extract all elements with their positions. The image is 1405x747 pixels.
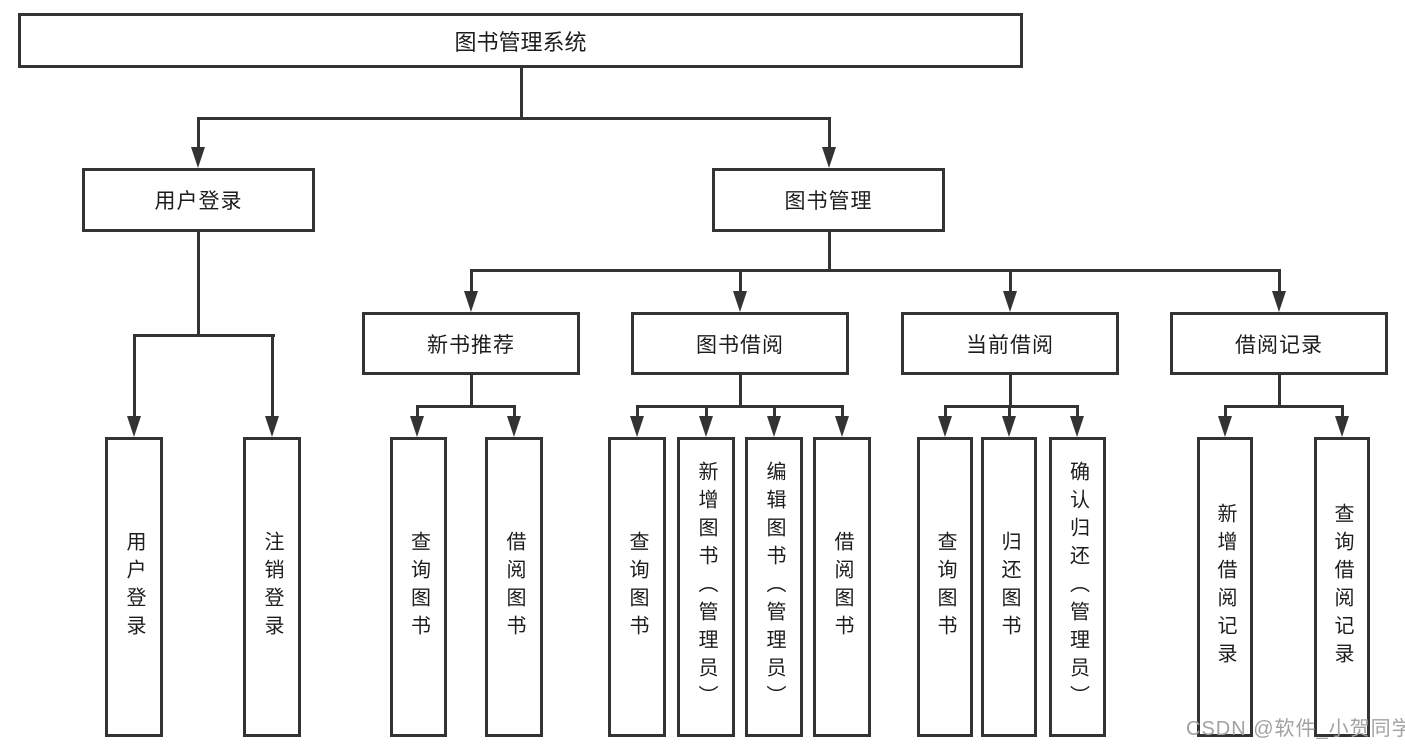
connector-line <box>1278 269 1281 295</box>
arrowhead <box>1218 416 1232 437</box>
connector-line <box>773 405 776 418</box>
node-label: 新增借阅记录 <box>1214 503 1236 671</box>
leaf-query-borrow-record: 查询借阅记录 <box>1314 437 1370 737</box>
connector-line <box>841 405 844 418</box>
arrowhead <box>767 416 781 437</box>
arrowhead <box>410 416 424 437</box>
arrowhead <box>464 291 478 312</box>
connector-line <box>1008 405 1011 418</box>
connector-line <box>1341 405 1344 418</box>
node-label: 用户登录 <box>154 190 243 213</box>
leaf-borrow-books-borrowing: 借阅图书 <box>813 437 871 737</box>
connector-line <box>470 375 473 408</box>
node-label: 借阅图书 <box>503 531 525 643</box>
arrowhead <box>1335 416 1349 437</box>
node-root: 图书管理系统 <box>18 13 1023 68</box>
node-new-book-recommendation: 新书推荐 <box>362 312 580 375</box>
arrowhead <box>507 416 521 437</box>
connector-line <box>197 232 200 337</box>
connector-line <box>470 269 473 295</box>
connector-line <box>636 405 844 408</box>
connector-line <box>705 405 708 418</box>
connector-line <box>133 334 275 337</box>
arrowhead <box>699 416 713 437</box>
node-book-borrowing: 图书借阅 <box>631 312 849 375</box>
leaf-logout: 注销登录 <box>243 437 301 737</box>
connector-line <box>197 117 200 149</box>
node-label: 当前借阅 <box>966 333 1054 357</box>
connector-line <box>416 405 419 418</box>
connector-line <box>1224 405 1227 418</box>
leaf-query-books-borrowing: 查询图书 <box>608 437 666 737</box>
connector-line <box>944 405 947 418</box>
node-label: 查询借阅记录 <box>1331 503 1353 671</box>
node-label: 借阅图书 <box>831 531 853 643</box>
node-user-login: 用户登录 <box>82 168 315 232</box>
connector-line <box>470 269 1281 272</box>
node-label: 新增图书（管理员） <box>695 461 717 713</box>
arrowhead <box>265 416 279 437</box>
node-label: 查询图书 <box>407 531 430 643</box>
arrowhead <box>1070 416 1084 437</box>
arrowhead <box>938 416 952 437</box>
node-label: 编辑图书（管理员） <box>763 461 785 713</box>
leaf-edit-book-admin: 编辑图书（管理员） <box>745 437 803 737</box>
leaf-borrow-books-recommend: 借阅图书 <box>485 437 543 737</box>
arrowhead <box>630 416 644 437</box>
node-label: 新书推荐 <box>427 333 515 357</box>
arrowhead <box>1002 416 1016 437</box>
leaf-add-book-admin: 新增图书（管理员） <box>677 437 735 737</box>
arrowhead <box>1003 291 1017 312</box>
connector-line <box>944 405 1079 408</box>
leaf-query-books-current: 查询图书 <box>917 437 973 737</box>
connector-line <box>1009 269 1012 295</box>
connector-line <box>1076 405 1079 418</box>
leaf-confirm-return-admin: 确认归还（管理员） <box>1049 437 1106 737</box>
arrowhead <box>733 291 747 312</box>
node-label: 图书借阅 <box>696 333 784 357</box>
connector-line <box>197 117 831 120</box>
node-current-borrowing: 当前借阅 <box>901 312 1119 375</box>
arrowhead <box>1272 291 1286 312</box>
connector-line <box>520 68 523 120</box>
connector-line <box>416 405 516 408</box>
leaf-query-books-recommend: 查询图书 <box>390 437 447 737</box>
node-label: 确认归还（管理员） <box>1066 461 1089 713</box>
leaf-add-borrow-record: 新增借阅记录 <box>1197 437 1253 737</box>
arrowhead <box>127 416 141 437</box>
node-label: 注销登录 <box>261 531 283 643</box>
node-label: 借阅记录 <box>1235 333 1323 357</box>
connector-line <box>828 232 831 272</box>
leaf-return-books: 归还图书 <box>981 437 1037 737</box>
arrowhead <box>822 147 836 168</box>
arrowhead <box>835 416 849 437</box>
node-book-management: 图书管理 <box>712 168 945 232</box>
connector-line <box>513 405 516 418</box>
node-label: 查询图书 <box>934 531 956 643</box>
node-label: 图书管理 <box>784 190 873 213</box>
node-label: 用户登录 <box>123 531 145 643</box>
connector-line <box>739 269 742 295</box>
node-label: 归还图书 <box>998 531 1020 643</box>
connector-line <box>133 334 136 418</box>
connector-line <box>271 334 274 418</box>
connector-line <box>1009 375 1012 408</box>
arrowhead <box>191 147 205 168</box>
connector-line <box>1224 405 1344 408</box>
leaf-user-login: 用户登录 <box>105 437 163 737</box>
node-label: 图书管理系统 <box>454 29 587 55</box>
connector-line <box>636 405 639 418</box>
watermark: CSDN @软件_小贺同学 <box>1186 718 1405 740</box>
connector-line <box>1278 375 1281 408</box>
node-borrowing-records: 借阅记录 <box>1170 312 1388 375</box>
connector-line <box>739 375 742 408</box>
node-label: 查询图书 <box>626 531 648 643</box>
connector-line <box>828 117 831 149</box>
